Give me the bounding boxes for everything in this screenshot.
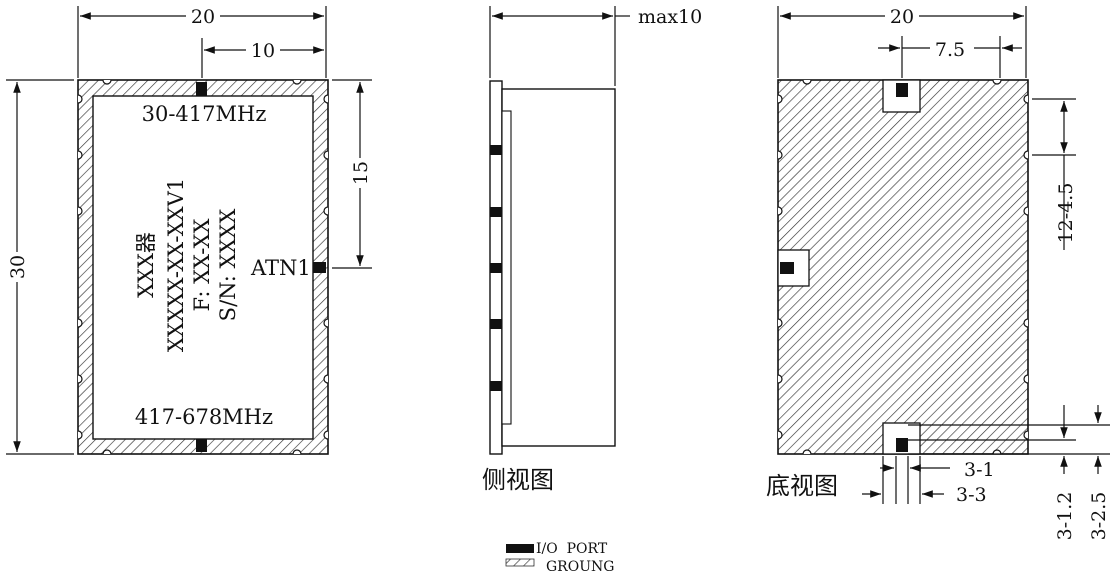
bottom-view-caption: 底视图 xyxy=(766,472,838,500)
side-port-5 xyxy=(490,381,502,391)
edge-notch xyxy=(77,150,83,160)
bottom-view: 20 7.5 12-4.5 3-1 xyxy=(766,4,1110,540)
dim-3-3-text: 3-3 xyxy=(956,484,987,506)
marking-line-4: S/N: XXXX xyxy=(216,209,240,322)
edge-notch xyxy=(292,79,302,85)
edge-notch xyxy=(802,79,812,85)
dim-bottom-width-20: 20 xyxy=(777,4,1027,78)
edge-notch xyxy=(292,449,302,455)
freq-top-label: 30-417MHz xyxy=(142,102,267,126)
edge-notch xyxy=(1023,150,1029,160)
dim-pad-offset: 7.5 xyxy=(878,36,1022,78)
marking-line-1: XXX器 xyxy=(134,232,158,298)
edge-notch xyxy=(777,150,783,160)
top-view: 30-417MHz 417-678MHz ATN1 XXX器 XXXXX-XX-… xyxy=(6,4,372,455)
dim-height-30: 30 xyxy=(6,79,74,455)
edge-notch xyxy=(777,206,783,216)
edge-notch xyxy=(802,449,812,455)
io-port-bottom xyxy=(196,439,207,452)
freq-bottom-label: 417-678MHz xyxy=(135,405,273,429)
bottom-edge-notches xyxy=(777,79,1029,455)
marking-line-2: XXXXX-XX-XXV1 xyxy=(164,178,188,352)
dim-pitch-text: 12-4.5 xyxy=(1055,183,1077,244)
dim-half-10: 10 xyxy=(201,38,324,78)
dim-details: 3-1 3-3 3-1.2 3-2.5 xyxy=(862,405,1110,540)
edge-notch xyxy=(1023,94,1029,104)
edge-notch xyxy=(323,94,329,104)
side-port-1 xyxy=(490,145,502,155)
edge-notch xyxy=(1023,374,1029,384)
edge-notch xyxy=(77,94,83,104)
side-port-4 xyxy=(490,319,502,329)
dim-3-1-text: 3-1 xyxy=(964,459,995,481)
edge-notch xyxy=(323,206,329,216)
dim-pad-offset-text: 7.5 xyxy=(935,39,965,61)
dim-width-20: 20 xyxy=(77,4,327,78)
edge-notch xyxy=(77,430,83,440)
io-port-top xyxy=(196,82,207,96)
edge-notch xyxy=(1023,318,1029,328)
edge-notch xyxy=(777,94,783,104)
dim-width-text: 20 xyxy=(191,6,215,28)
side-port-3 xyxy=(490,263,502,273)
dim-pitch: 12-4.5 xyxy=(1032,98,1077,250)
edge-notch xyxy=(102,449,112,455)
bottom-pad-top xyxy=(896,83,908,97)
legend-ground-label: GROUNG xyxy=(546,559,614,574)
edge-notch xyxy=(323,374,329,384)
marking-line-3: F: XX-XX xyxy=(190,218,214,311)
side-view-shield xyxy=(501,88,616,447)
dim-3-1-2-text: 3-1.2 xyxy=(1054,492,1076,541)
edge-notch xyxy=(323,430,329,440)
edge-notches xyxy=(77,79,329,455)
dim-half-text: 10 xyxy=(251,40,275,62)
edge-notch xyxy=(1023,206,1029,216)
dim-height-text: 30 xyxy=(7,255,29,279)
io-port-atn1 xyxy=(313,262,326,273)
dim-atn-15: 15 xyxy=(332,79,372,269)
edge-notch xyxy=(1023,430,1029,440)
side-view-inner-plate xyxy=(501,110,512,425)
edge-notch xyxy=(323,318,329,328)
legend-ground-swatch xyxy=(505,558,535,567)
dim-max10: max10 xyxy=(489,6,702,86)
edge-notch xyxy=(323,150,329,160)
edge-notch xyxy=(777,318,783,328)
edge-notch xyxy=(777,374,783,384)
bottom-view-ground-plane xyxy=(777,79,1029,455)
edge-notch xyxy=(992,79,1002,85)
edge-notch xyxy=(77,374,83,384)
bottom-pad-bottom xyxy=(896,438,908,452)
edge-notch xyxy=(77,318,83,328)
side-view-caption: 侧视图 xyxy=(482,466,554,494)
dim-max10-text: max10 xyxy=(638,6,702,28)
edge-notch xyxy=(102,79,112,85)
atn1-label: ATN1 xyxy=(250,256,311,280)
edge-notch xyxy=(777,430,783,440)
dim-3-2-5-text: 3-2.5 xyxy=(1088,492,1110,541)
dim-atn-text: 15 xyxy=(350,161,372,185)
top-view-label-area xyxy=(92,95,314,440)
dim-bottom-width-text: 20 xyxy=(890,6,914,28)
legend-io-swatch xyxy=(506,544,534,553)
legend: I/O PORT GROUNG xyxy=(505,541,614,574)
side-port-2 xyxy=(490,207,502,217)
edge-notch xyxy=(77,206,83,216)
bottom-pad-left xyxy=(780,262,794,274)
side-view: max10 侧视图 xyxy=(482,6,702,494)
legend-io-label: I/O PORT xyxy=(536,541,608,557)
edge-notch xyxy=(992,449,1002,455)
